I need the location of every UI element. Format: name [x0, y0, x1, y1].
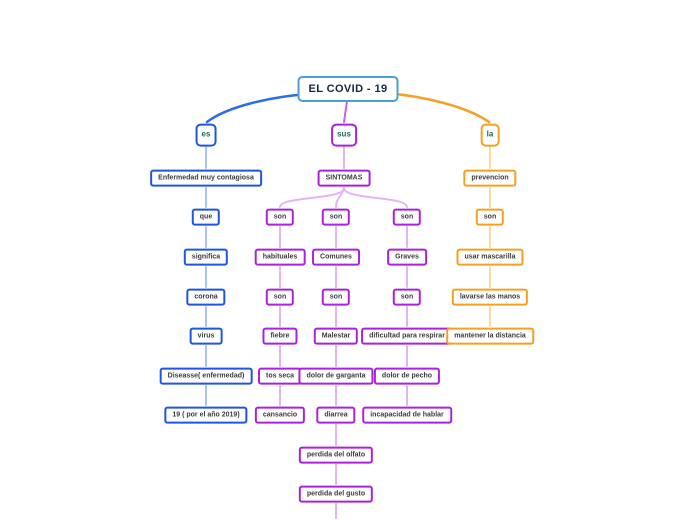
node-gusto[interactable]: perdida del gusto: [298, 485, 374, 503]
node-mascarilla[interactable]: usar mascarilla: [456, 248, 524, 266]
node-graves[interactable]: Graves: [387, 248, 427, 266]
node-que[interactable]: que: [191, 208, 221, 226]
node-cansancio[interactable]: cansancio: [254, 406, 306, 424]
node-son-1[interactable]: son: [265, 208, 295, 226]
node-anio-2019[interactable]: 19 ( por el año 2019): [164, 406, 248, 424]
node-enfermedad[interactable]: Enfermedad muy contagiosa: [150, 169, 262, 187]
node-son-6[interactable]: son: [392, 288, 422, 306]
node-diseasse[interactable]: Diseasse( enfermedad): [159, 367, 253, 385]
node-sus[interactable]: sus: [331, 123, 357, 147]
node-significa[interactable]: significa: [183, 248, 229, 266]
edge-sintomas-son1: [279, 187, 345, 208]
node-son-3[interactable]: son: [392, 208, 422, 226]
edge-sintomas-son3: [343, 187, 408, 208]
node-son-5[interactable]: son: [321, 288, 351, 306]
edge-root-es: [205, 92, 313, 124]
node-habituales[interactable]: habituales: [254, 248, 306, 266]
node-diarrea[interactable]: diarrea: [316, 406, 356, 424]
node-son-7[interactable]: son: [475, 208, 505, 226]
node-son-4[interactable]: son: [265, 288, 295, 306]
node-corona[interactable]: corona: [186, 288, 226, 306]
node-prevencion[interactable]: prevencion: [463, 169, 517, 187]
node-distancia[interactable]: mantener la distancia: [446, 327, 534, 345]
node-dolor-pecho[interactable]: dolor de pecho: [373, 367, 441, 385]
node-virus[interactable]: virus: [189, 327, 223, 345]
node-es[interactable]: es: [195, 123, 217, 147]
node-manos[interactable]: lavarse las manos: [451, 288, 529, 306]
node-la[interactable]: la: [480, 123, 500, 147]
node-root[interactable]: EL COVID - 19: [297, 75, 399, 103]
edge-root-sus: [343, 100, 348, 123]
node-dificultad[interactable]: dificultad para respirar: [361, 327, 453, 345]
node-tos-seca[interactable]: tos seca: [257, 367, 303, 385]
node-olfato[interactable]: perdida del olfato: [298, 446, 374, 464]
node-malestar[interactable]: Malestar: [313, 327, 359, 345]
node-son-2[interactable]: son: [321, 208, 351, 226]
node-sintomas[interactable]: SINTOMAS: [317, 169, 371, 187]
edge-sintomas-son2: [335, 187, 345, 208]
node-fiebre[interactable]: fiebre: [262, 327, 298, 345]
node-dolor-garganta[interactable]: dolor de garganta: [298, 367, 374, 385]
node-comunes[interactable]: Comunes: [312, 248, 360, 266]
edge-root-la: [383, 91, 491, 124]
node-incapacidad[interactable]: incapacidad de hablar: [362, 406, 452, 424]
